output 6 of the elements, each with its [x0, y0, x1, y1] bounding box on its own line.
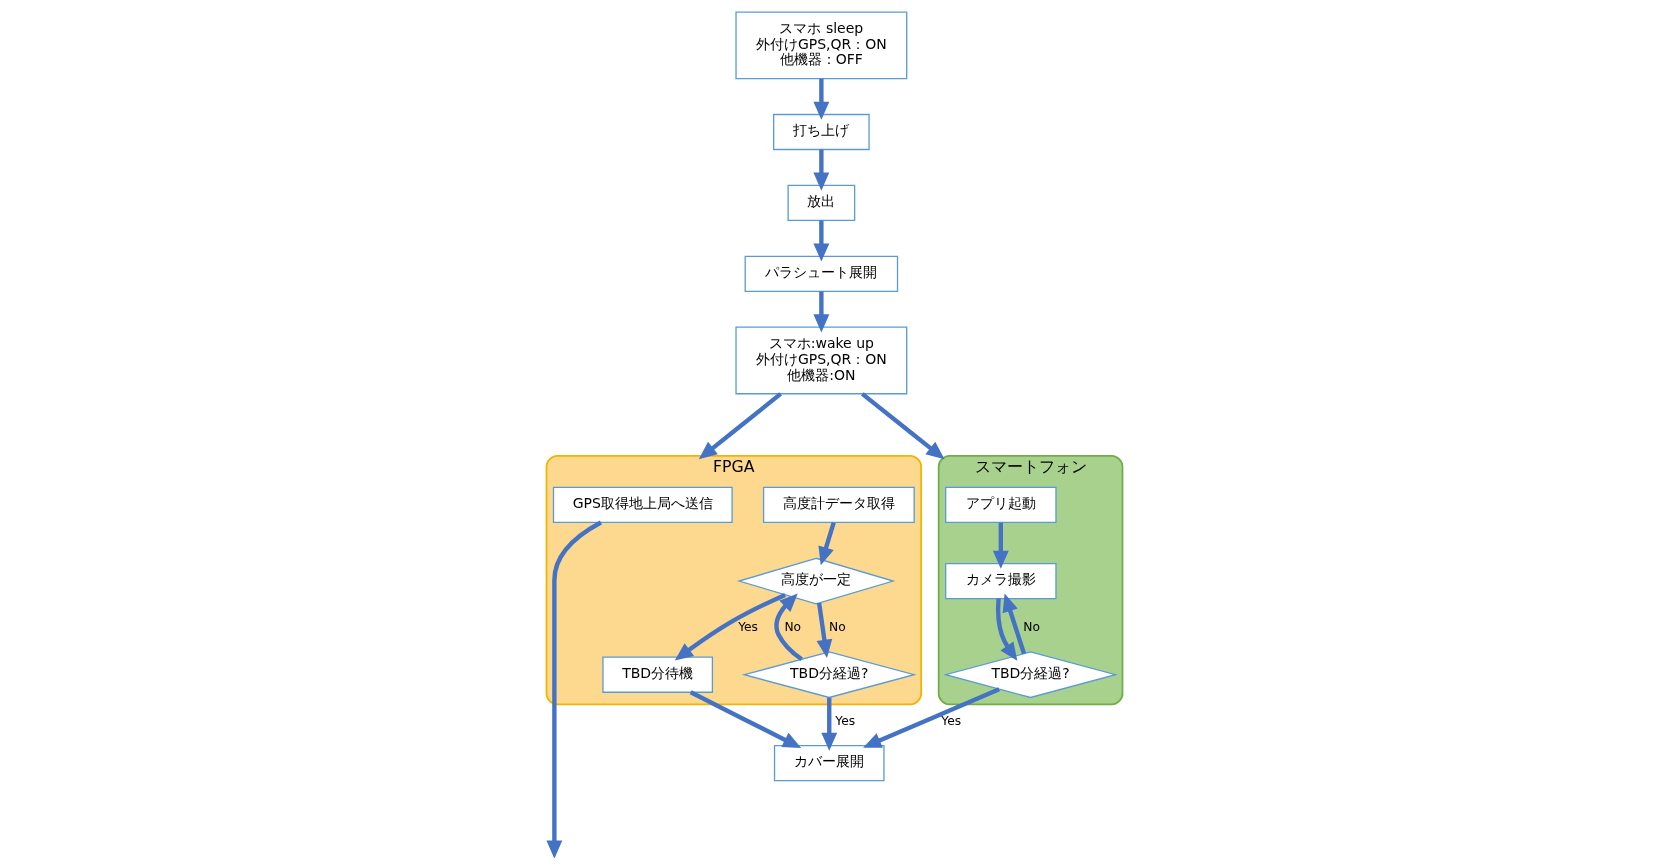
- edge-label: Yes: [941, 713, 962, 728]
- edge-label: No: [829, 620, 846, 635]
- edge-label: No: [1023, 620, 1041, 635]
- edge-label: Yes: [835, 713, 856, 728]
- edge-label: No: [784, 620, 802, 635]
- edge-label: Yes: [738, 620, 758, 635]
